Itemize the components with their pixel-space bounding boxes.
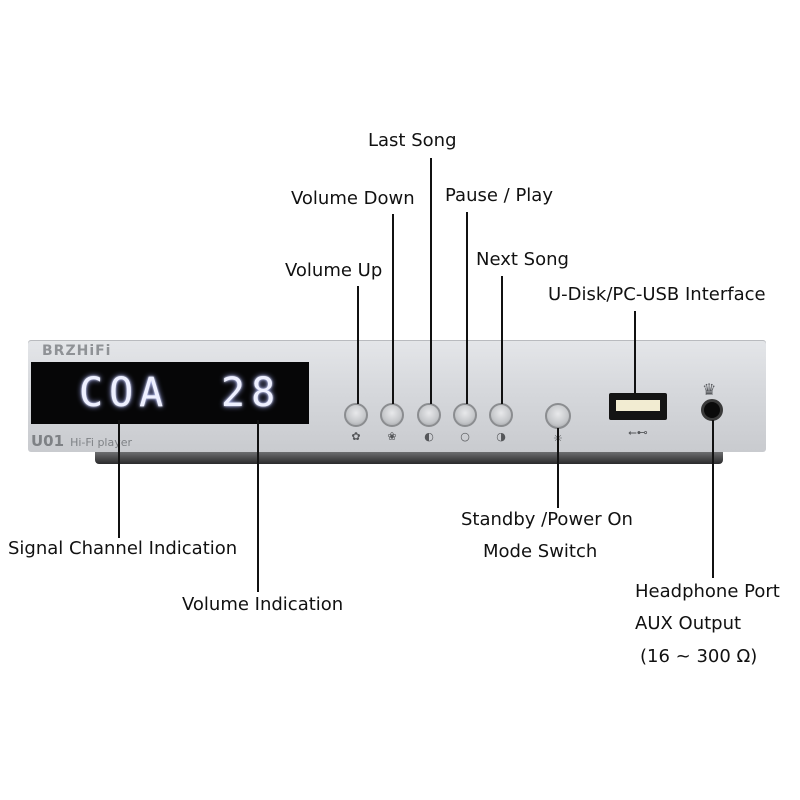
vfd-display: COA 28: [31, 362, 309, 424]
leader-pause-play: [466, 212, 468, 404]
label-headphone-line1: Headphone Port: [635, 581, 780, 602]
next-song-button[interactable]: [489, 403, 513, 427]
leader-volume-up: [357, 286, 359, 404]
label-standby-line1: Standby /Power On: [461, 509, 633, 530]
standby-button[interactable]: [545, 403, 571, 429]
volume-up-button[interactable]: [344, 403, 368, 427]
label-volume-up: Volume Up: [285, 260, 383, 281]
label-usb-interface: U-Disk/PC-USB Interface: [548, 284, 766, 305]
volume-down-icon: ❀: [387, 430, 397, 443]
volume-down-button[interactable]: [380, 403, 404, 427]
usb-port-insert: [616, 400, 660, 411]
pause-play-button[interactable]: [453, 403, 477, 427]
device-base: [95, 452, 723, 464]
label-headphone-line2: AUX Output: [635, 613, 742, 634]
label-last-song: Last Song: [368, 130, 457, 151]
volume-up-icon: ✿: [351, 430, 361, 443]
model-label: U01 Hi-Fi player: [31, 432, 132, 450]
label-volume-indication: Volume Indication: [182, 594, 344, 615]
label-standby-line2: Mode Switch: [483, 541, 598, 562]
next-song-icon: ◑: [496, 430, 506, 443]
channel-readout: COA: [79, 370, 170, 416]
leader-last-song: [430, 158, 432, 404]
usb-port[interactable]: [609, 393, 667, 420]
leader-signal-channel: [118, 420, 120, 538]
label-volume-down: Volume Down: [291, 188, 415, 209]
brand-logo: BRZHiFi: [42, 343, 112, 359]
headphone-jack[interactable]: [701, 399, 723, 421]
model-name: U01: [31, 432, 65, 450]
leader-volume-indication: [257, 420, 259, 592]
label-pause-play: Pause / Play: [445, 185, 553, 206]
leader-usb: [634, 311, 636, 394]
label-signal-channel: Signal Channel Indication: [8, 538, 238, 559]
crown-icon: ♛: [702, 380, 717, 399]
volume-readout: 28: [221, 370, 282, 416]
pause-play-icon: ○: [460, 430, 470, 443]
last-song-button[interactable]: [417, 403, 441, 427]
model-subtitle: Hi-Fi player: [70, 436, 133, 449]
leader-standby: [557, 428, 559, 508]
leader-next-song: [501, 276, 503, 404]
label-headphone-line3: (16 ~ 300 Ω): [640, 646, 758, 667]
leader-volume-down: [392, 214, 394, 404]
leader-headphone: [712, 420, 714, 578]
label-next-song: Next Song: [476, 249, 569, 270]
usb-icon: ⭠⊷: [628, 426, 648, 439]
last-song-icon: ◐: [424, 430, 434, 443]
